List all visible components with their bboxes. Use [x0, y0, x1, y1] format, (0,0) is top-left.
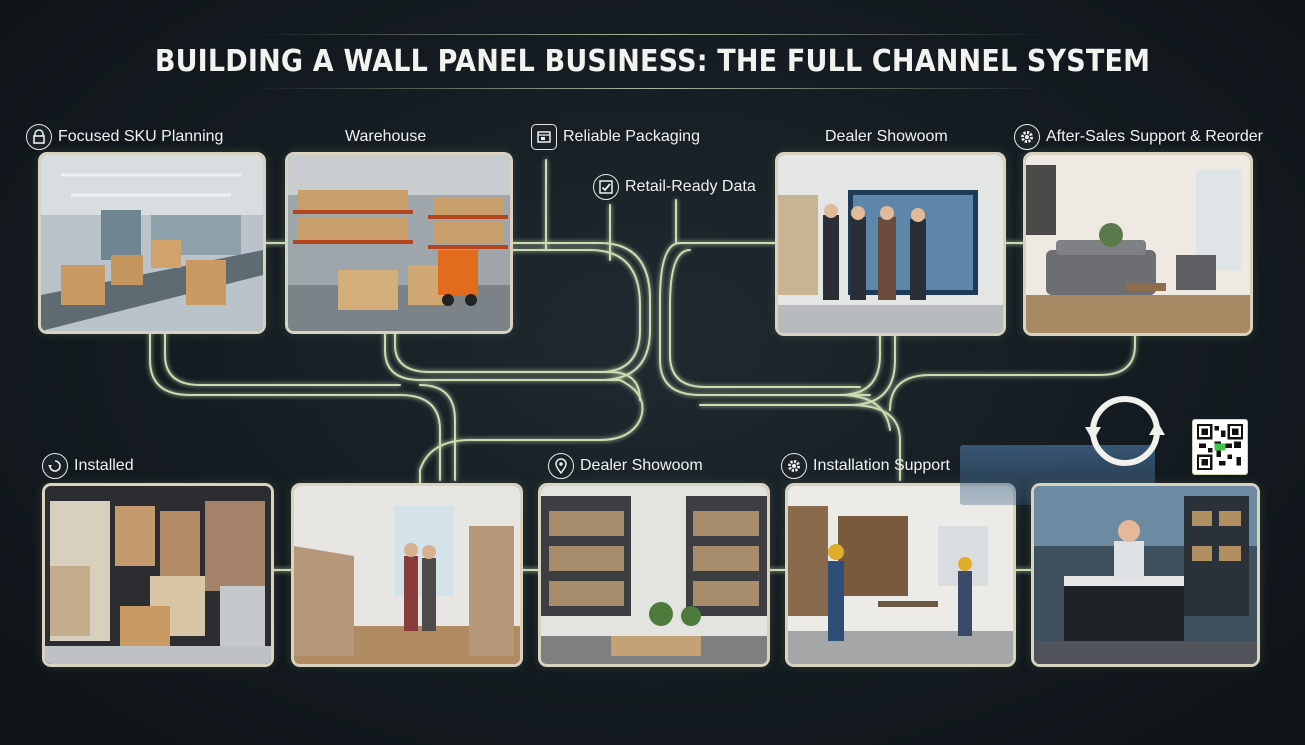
warehouse-image [285, 152, 513, 334]
label-focused-sku-planning: Focused SKU Planning [26, 124, 223, 150]
dealer-showroom-display-image [538, 483, 770, 667]
label-text: Reliable Packaging [563, 128, 700, 145]
store-browsing-image [291, 483, 523, 667]
qr-code-icon[interactable] [1192, 419, 1248, 475]
label-retail-ready-data: Retail-Ready Data [593, 174, 756, 200]
title-rule-bottom [250, 88, 1050, 89]
label-text: Warehouse [345, 128, 427, 145]
label-text: Dealer Showoom [825, 128, 948, 145]
gear-icon [1014, 124, 1040, 150]
label-text: Installed [74, 457, 134, 474]
padlock-box-icon [26, 124, 52, 150]
label-warehouse: Warehouse [345, 128, 426, 146]
label-dealer-showroom-top: Dealer Showoom [825, 128, 948, 146]
page-title: BUILDING A WALL PANEL BUSINESS: THE FULL… [154, 44, 1151, 79]
dealer-showroom-meeting-image [775, 152, 1006, 336]
factory-sku-image [38, 152, 266, 334]
label-text: Retail-Ready Data [625, 178, 756, 195]
title-rule-top [250, 34, 1050, 35]
virtual-assistant-kiosk-image [1031, 483, 1260, 667]
living-room-after-sales-image [1023, 152, 1253, 336]
label-installed: Installed [42, 453, 134, 479]
label-installation-support: Installation Support [781, 453, 950, 479]
checkbox-icon [593, 174, 619, 200]
label-after-sales-support: After-Sales Support & Reorder [1014, 124, 1263, 150]
location-pin-icon [548, 453, 574, 479]
cycle-badge-icon [42, 453, 68, 479]
package-label-icon [531, 124, 557, 150]
label-reliable-packaging: Reliable Packaging [531, 124, 700, 150]
label-text: Installation Support [813, 457, 950, 474]
gear-icon [781, 453, 807, 479]
installed-panels-image [42, 483, 274, 667]
label-text: After-Sales Support & Reorder [1046, 128, 1263, 145]
installation-support-image [785, 483, 1016, 667]
label-text: Dealer Showoom [580, 457, 703, 474]
circular-arrows-icon [1085, 396, 1165, 466]
label-dealer-showroom-bottom: Dealer Showoom [548, 453, 703, 479]
label-text: Focused SKU Planning [58, 128, 224, 145]
